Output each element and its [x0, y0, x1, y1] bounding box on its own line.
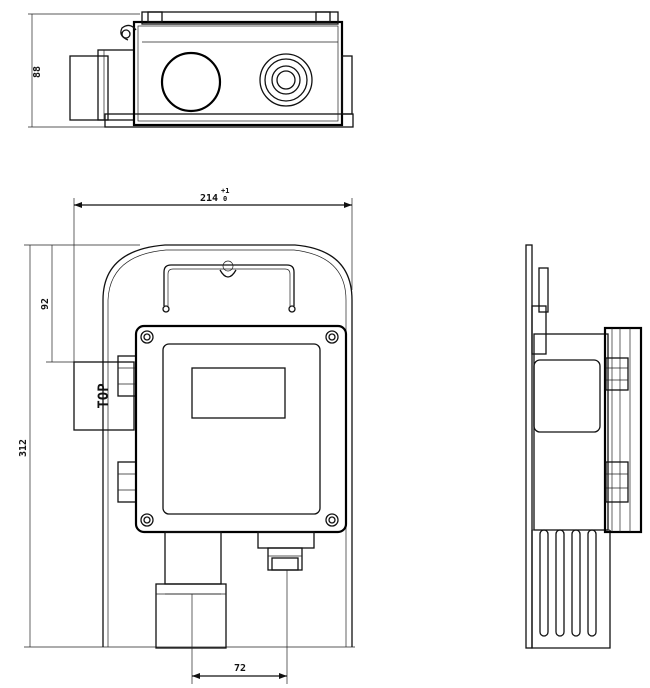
dimension-214-tol-lower: 0 — [223, 195, 227, 203]
top-view-cable-gland — [259, 53, 313, 107]
dimension-72-label: 72 — [234, 663, 246, 674]
screw-top-left — [140, 330, 154, 344]
side-hanger — [531, 267, 549, 355]
front-view: 214 +1 0 312 92 — [18, 187, 355, 684]
dimension-312: 312 — [18, 244, 355, 648]
dimension-312-label: 312 — [18, 439, 29, 457]
dimension-214: 214 +1 0 — [73, 187, 353, 430]
display-window — [191, 367, 286, 419]
front-side-glands — [117, 355, 137, 503]
side-view — [525, 244, 643, 649]
top-view-sensor-tube — [69, 49, 135, 121]
front-housing — [134, 324, 348, 534]
screw-bottom-right — [325, 513, 339, 527]
top-view: 88 — [28, 11, 354, 128]
dimension-88-label: 88 — [32, 66, 43, 78]
screw-bottom-left — [140, 513, 154, 527]
dimension-214-label: 214 — [200, 193, 218, 204]
top-label-text: TOP — [96, 383, 112, 408]
side-housing — [533, 326, 643, 534]
dimension-72: 72 — [191, 570, 288, 684]
front-sensor-tube — [155, 531, 227, 649]
top-view-housing — [120, 11, 353, 127]
dimension-92-label: 92 — [40, 298, 51, 310]
side-vent-slots — [539, 529, 597, 637]
dimension-214-tol-upper: +1 — [221, 187, 229, 195]
front-cable-gland — [257, 531, 315, 571]
screw-top-right — [325, 330, 339, 344]
top-view-round-cover — [160, 51, 222, 113]
mounting-plate — [102, 244, 353, 647]
